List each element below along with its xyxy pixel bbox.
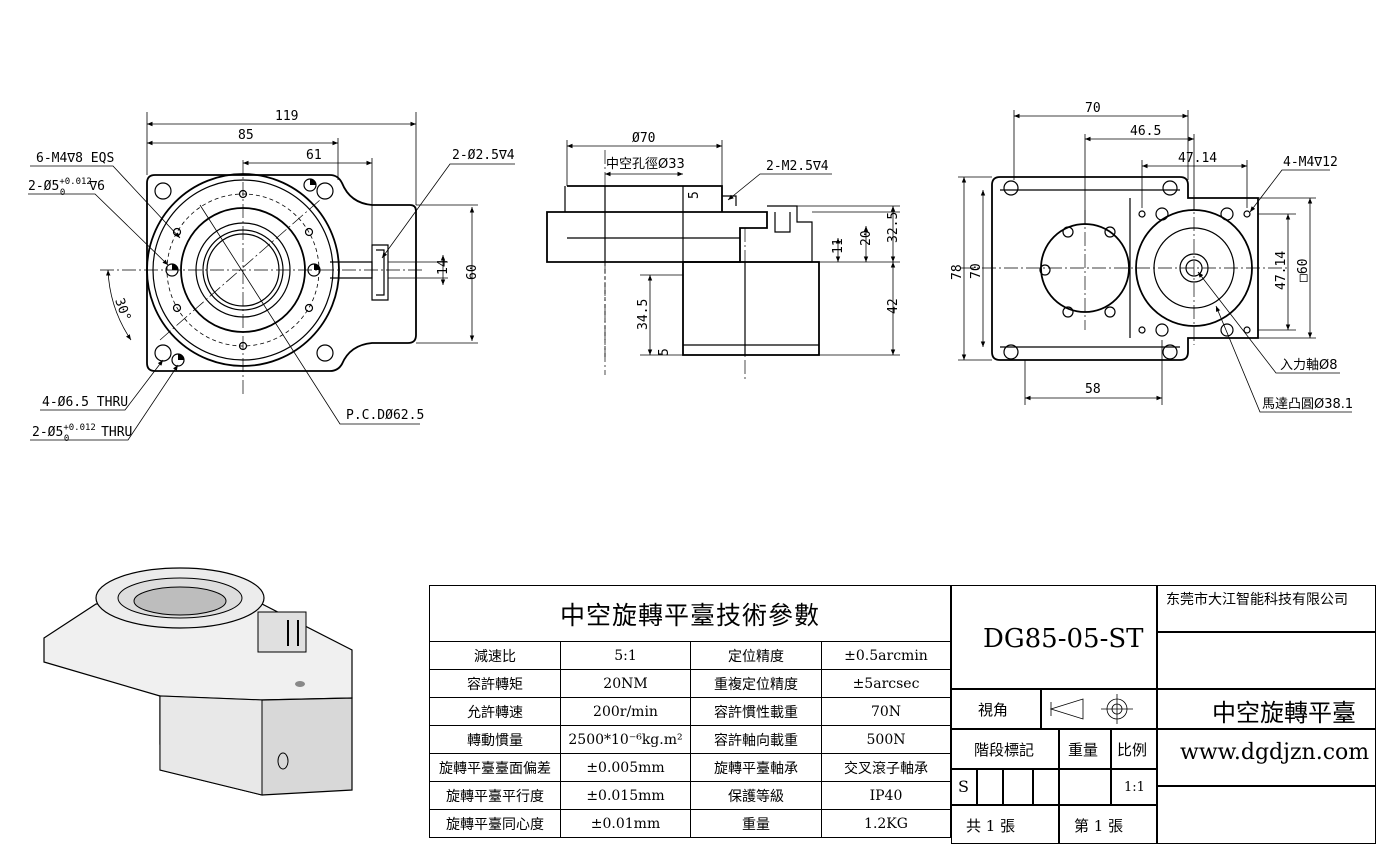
spec-value: 5:1	[560, 641, 691, 670]
spec-value: 交叉滾子軸承	[821, 753, 951, 782]
spec-label: 容許轉矩	[429, 669, 561, 698]
dim-46-5: 46.5	[1130, 124, 1161, 139]
spec-label: 重複定位精度	[690, 669, 822, 698]
side-view-motor	[682, 261, 820, 356]
model-number: DG85-05-ST	[983, 624, 1144, 654]
note-m25: 2-M2.5∇4	[766, 159, 829, 174]
spec-label: 容許慣性載重	[690, 697, 822, 726]
spec-label: 旋轉平臺臺面偏差	[429, 753, 561, 782]
website: www.dgdjzn.com	[1180, 740, 1370, 765]
spec-label: 重量	[690, 809, 822, 838]
spec-label: 旋轉平臺平行度	[429, 781, 561, 810]
spec-value: ±0.01mm	[560, 809, 691, 838]
dim-sq60: □60	[1296, 259, 1311, 282]
sheet-number: 第 1 張	[1074, 817, 1124, 835]
spec-value: ±0.015mm	[560, 781, 691, 810]
product-name: 中空旋轉平臺	[1212, 699, 1356, 727]
dim-61: 61	[306, 148, 322, 163]
isometric-view	[43, 567, 353, 796]
view-angle-label: 視角	[978, 701, 1009, 719]
scale-label: 比例	[1117, 741, 1148, 759]
dim-20: 20	[859, 230, 874, 246]
bottom-view: 70 46.5 47.14 4-M4∇12 78 70 47.14 □60 入力…	[950, 101, 1353, 413]
dim-5-top: 5	[687, 191, 702, 199]
spec-table-title: 中空旋轉平臺技術參數	[429, 585, 951, 642]
dim-58: 58	[1085, 382, 1101, 397]
spec-value: 20NM	[560, 669, 691, 698]
motor-mount-holes	[1138, 207, 1251, 337]
table-row: 旋轉平臺臺面偏差±0.005mm 旋轉平臺軸承交叉滾子軸承	[429, 753, 951, 782]
corner-mounting-holes	[154, 182, 334, 362]
spec-label: 容許軸向載重	[690, 725, 822, 754]
note-6.5-thru: 4-Ø6.5 THRU	[42, 395, 128, 410]
projection-symbol-icon	[1049, 694, 1133, 724]
note-input-shaft: 入力軸Ø8	[1280, 358, 1338, 373]
top-view: 119 85 61 14 60 30° 6-M4∇8 EQS 2-Ø5+0.01…	[28, 109, 515, 444]
dim-85: 85	[238, 128, 254, 143]
dim-78: 78	[950, 264, 965, 280]
dim-phi70: Ø70	[632, 131, 655, 146]
company-name: 东莞市大江智能科技有限公司	[1166, 592, 1348, 608]
dim-47-14-top: 47.14	[1178, 151, 1217, 166]
scale-value: 1:1	[1124, 780, 1145, 795]
dim-70-top: 70	[1085, 101, 1101, 116]
note-pcd: P.C.DØ62.5	[346, 408, 424, 423]
spec-value: 2500*10⁻⁶kg.m²	[560, 725, 691, 754]
hollow-bore-label: 中空孔徑Ø33	[606, 157, 685, 172]
note-motor-boss: 馬達凸圓Ø38.1	[1262, 397, 1353, 412]
base-holes	[1003, 180, 1178, 360]
side-view-bracket	[740, 205, 813, 263]
dim-42: 42	[886, 298, 901, 314]
spec-label: 轉動慣量	[429, 725, 561, 754]
dim-47-14-vertical: 47.14	[1274, 251, 1289, 290]
dim-34-5: 34.5	[636, 299, 651, 330]
spec-label: 保護等級	[690, 781, 822, 810]
spec-value: 500N	[821, 725, 951, 754]
spec-value: ±0.5arcmin	[821, 641, 951, 670]
dim-11: 11	[831, 238, 846, 254]
side-view: Ø70 中空孔徑Ø33 2-M2.5∇4 5 32.5 20 11 42 34.…	[546, 131, 901, 380]
stage-value: S	[958, 777, 969, 796]
side-view-table	[546, 185, 768, 263]
view-angle-cell	[951, 689, 1157, 729]
top-view-body-outline	[146, 174, 417, 372]
stage-mark-label: 階段標記	[974, 741, 1035, 759]
dim-14: 14	[436, 259, 451, 275]
note-m4-eqs: 6-M4∇8 EQS	[36, 151, 114, 166]
spec-value: 200r/min	[560, 697, 691, 726]
spec-value: ±0.005mm	[560, 753, 691, 782]
spec-label: 旋轉平臺軸承	[690, 753, 822, 782]
bottom-view-outline	[991, 176, 1259, 361]
weight-label: 重量	[1068, 741, 1099, 759]
shaft-bracket	[371, 244, 389, 301]
dim-60: 60	[465, 264, 480, 280]
total-sheets: 共 1 張	[966, 817, 1016, 835]
spec-label: 旋轉平臺同心度	[429, 809, 561, 838]
dim-119: 119	[275, 109, 298, 124]
spec-value: 1.2KG	[821, 809, 951, 838]
spec-value: IP40	[821, 781, 951, 810]
note-phi25: 2-Ø2.5∇4	[452, 148, 515, 163]
spec-label: 允許轉速	[429, 697, 561, 726]
dim-30deg: 30°	[111, 296, 133, 323]
model-cell	[951, 585, 1157, 689]
spec-label: 減速比	[429, 641, 561, 670]
spec-value: ±5arcsec	[821, 669, 951, 698]
spec-value: 70N	[821, 697, 951, 726]
spec-label: 定位精度	[690, 641, 822, 670]
dim-5-bottom: 5	[657, 348, 672, 356]
note-m4-12: 4-M4∇12	[1283, 155, 1338, 170]
dim-32-5: 32.5	[886, 212, 901, 243]
dim-70-vertical: 70	[969, 263, 984, 279]
